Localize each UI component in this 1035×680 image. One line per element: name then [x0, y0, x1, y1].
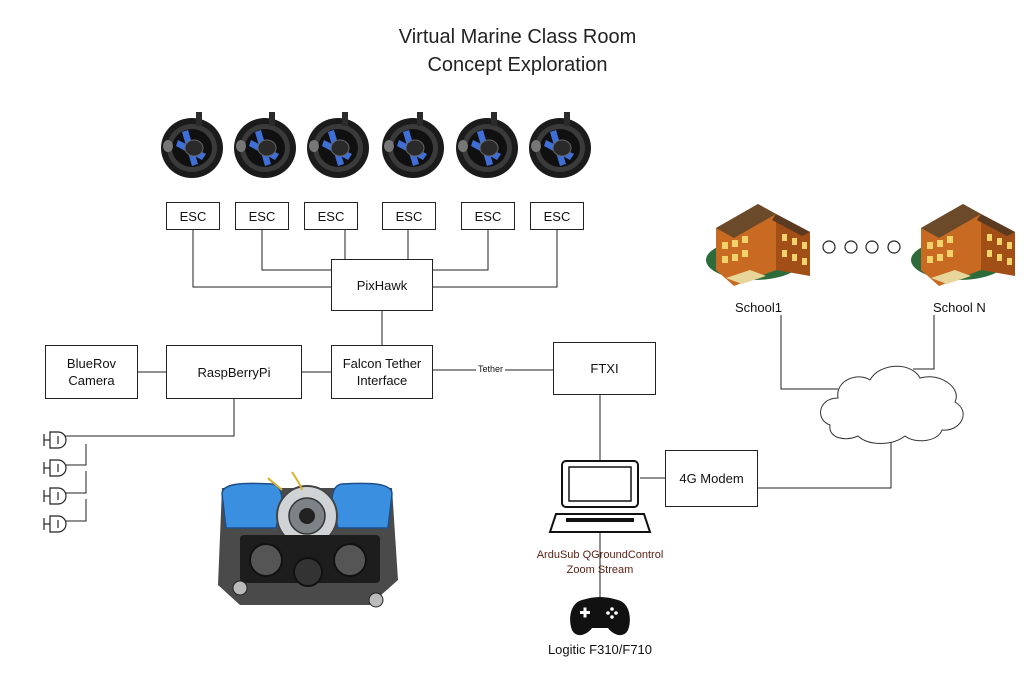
tether-label: Tether	[476, 364, 506, 374]
gamepad-label: Logitic F310/F710	[547, 642, 653, 657]
bluerov-label-line2: Camera	[68, 373, 115, 388]
esc-box: ESC	[304, 202, 358, 230]
esc-box: ESC	[166, 202, 220, 230]
light-icon	[43, 431, 67, 449]
esc-box: ESC	[382, 202, 436, 230]
raspberrypi-box: RaspBerryPi	[166, 345, 302, 399]
gamepad-icon	[570, 597, 630, 636]
laptop-caption-line2: Zoom Stream	[566, 564, 634, 576]
ftxi-box: FTXI	[553, 342, 656, 395]
school1-label: School1	[735, 300, 782, 315]
falcon-tether-interface-box: Falcon Tether Interface	[331, 345, 433, 399]
esc-box: ESC	[235, 202, 289, 230]
laptop-caption: ArduSub QGroundControl Zoom Stream	[520, 548, 680, 578]
more-schools-dots	[822, 240, 901, 254]
thruster-icon	[307, 112, 369, 178]
esc-box: ESC	[461, 202, 515, 230]
connector-lines	[62, 229, 935, 600]
4g-modem-box: 4G Modem	[665, 450, 758, 507]
thruster-icon	[234, 112, 296, 178]
pixhawk-box: PixHawk	[331, 259, 433, 311]
diagram-title-line1: Virtual Marine Class Room	[398, 26, 637, 48]
light-icon	[43, 515, 67, 533]
school-n-label: School N	[933, 300, 986, 315]
thruster-icon	[161, 112, 223, 178]
thruster-icon	[529, 112, 591, 178]
laptop-icon	[548, 460, 652, 533]
light-icon	[43, 487, 67, 505]
cloud-icon	[820, 365, 964, 444]
light-fixtures	[43, 431, 67, 533]
falcon-label-line1: Falcon Tether	[342, 356, 422, 371]
thruster-icon	[456, 112, 518, 178]
school1-icon	[706, 204, 810, 286]
light-icon	[43, 459, 67, 477]
falcon-label-line2: Interface	[356, 373, 408, 388]
bluerov-vehicle-image	[218, 471, 398, 608]
esc-box: ESC	[530, 202, 584, 230]
bluerov-label-line1: BlueRov	[66, 356, 117, 371]
thruster-icon	[382, 112, 444, 178]
diagram-title-line2: Concept Exploration	[427, 54, 608, 76]
school-n-icon	[911, 204, 1015, 286]
laptop-caption-line1: ArduSub QGroundControl	[536, 549, 664, 561]
bluerov-camera-box: BlueRov Camera	[45, 345, 138, 399]
